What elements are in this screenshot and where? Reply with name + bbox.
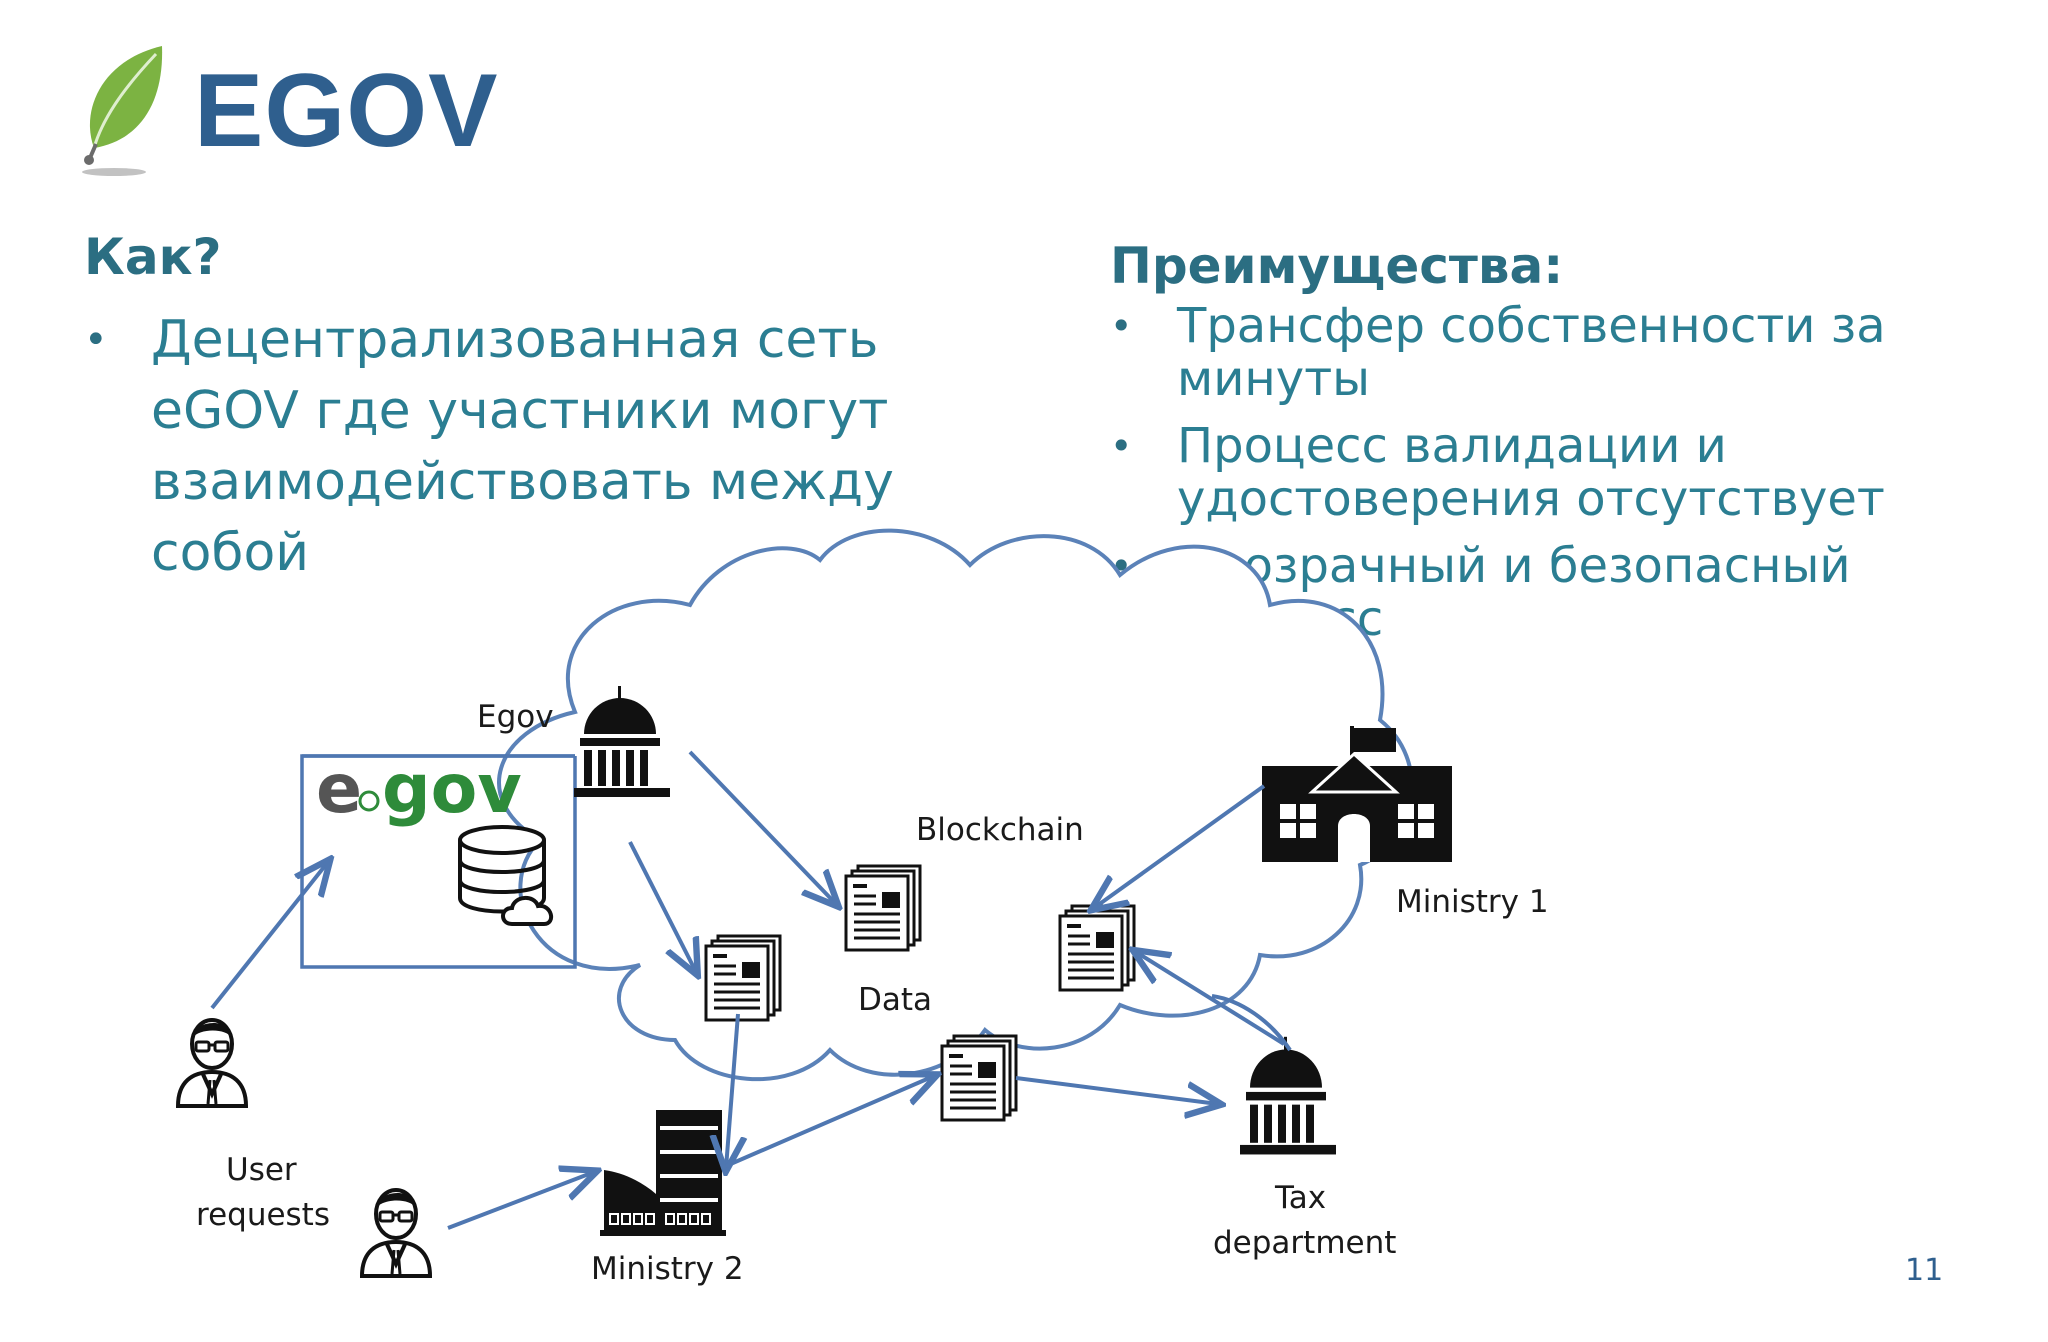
label-user-requests-1: User bbox=[226, 1152, 297, 1188]
left-bullet-list: •Децентрализованная сеть eGOV где участн… bbox=[84, 305, 984, 589]
document-icon bbox=[704, 934, 782, 1022]
right-heading: Преимущества: bbox=[1110, 237, 1564, 295]
bullet-icon: • bbox=[84, 317, 108, 363]
label-blockchain: Blockchain bbox=[916, 812, 1084, 848]
list-item: •Трансфер собственности за минуты bbox=[1110, 298, 1886, 407]
label-user-requests-2: requests bbox=[196, 1197, 330, 1233]
label-tax-2: department bbox=[1213, 1225, 1397, 1261]
database-cloud-icon bbox=[458, 825, 554, 926]
egov-logo: e gov bbox=[316, 750, 522, 829]
tax-capitol-icon bbox=[1240, 1036, 1336, 1155]
left-heading: Как? bbox=[84, 228, 222, 286]
return-arrow bbox=[1211, 994, 1292, 1052]
label-data: Data bbox=[858, 982, 933, 1018]
ministry-server-icon bbox=[600, 1110, 726, 1236]
label-ministry-2: Ministry 2 bbox=[591, 1251, 744, 1287]
user-icon bbox=[176, 1018, 248, 1108]
document-icon bbox=[940, 1034, 1018, 1122]
bullet-icon: • bbox=[1110, 424, 1133, 468]
label-tax-1: Tax bbox=[1275, 1180, 1327, 1216]
leaf-logo-icon bbox=[82, 46, 163, 176]
bullet-icon: • bbox=[1110, 304, 1133, 348]
document-icon bbox=[1058, 904, 1136, 992]
list-item: •Процесс валидации и удостоверения отсут… bbox=[1110, 418, 1885, 527]
logo-ring-icon bbox=[358, 790, 380, 812]
svg-text:e: e bbox=[316, 750, 362, 829]
svg-text:gov: gov bbox=[382, 750, 522, 829]
document-icon bbox=[844, 864, 922, 952]
page-number: 11 bbox=[1905, 1253, 1944, 1288]
user-icon bbox=[360, 1188, 432, 1278]
list-item: •Децентрализованная сеть eGOV где участн… bbox=[84, 305, 984, 589]
label-ministry-1: Ministry 1 bbox=[1396, 884, 1549, 920]
flow-arrows bbox=[210, 750, 1286, 1230]
label-egov: Egov bbox=[477, 699, 554, 735]
brand-title: EGOV bbox=[194, 53, 499, 169]
ministry-school-icon bbox=[1262, 726, 1452, 862]
